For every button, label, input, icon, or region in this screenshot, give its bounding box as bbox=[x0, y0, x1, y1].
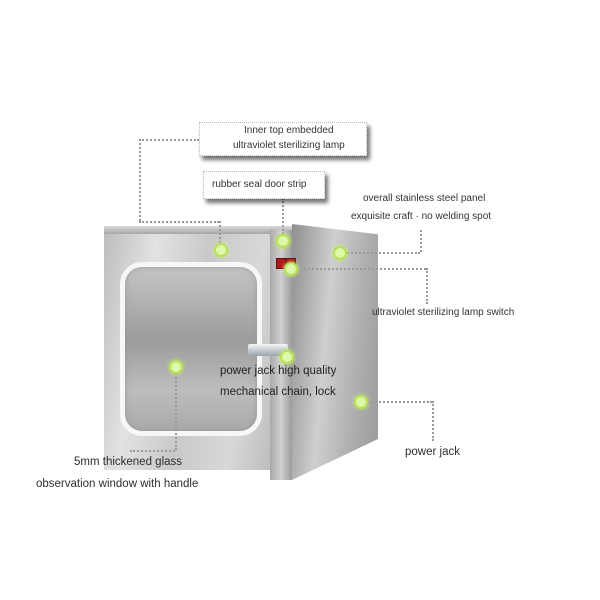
leader-line bbox=[420, 230, 422, 252]
hotspot-chain-lock[interactable] bbox=[280, 350, 294, 364]
callout-steel-panel-line1: overall stainless steel panel bbox=[363, 193, 486, 204]
leader-line bbox=[344, 252, 420, 254]
callout-glass-line1: 5mm thickened glass bbox=[74, 456, 183, 468]
cabinet-top-edge bbox=[104, 226, 292, 234]
cabinet-side-panel bbox=[292, 224, 378, 480]
callout-power-jack: power jack bbox=[405, 446, 460, 458]
leader-line bbox=[432, 401, 434, 441]
hotspot-steel-panel[interactable] bbox=[333, 246, 347, 260]
leader-line bbox=[426, 268, 428, 304]
callout-lamp-switch: ultraviolet sterilizing lamp switch bbox=[372, 307, 515, 318]
hotspot-glass-window[interactable] bbox=[169, 360, 183, 374]
hotspot-rubber-seal[interactable] bbox=[276, 234, 290, 248]
leader-line bbox=[175, 370, 177, 450]
leader-line bbox=[282, 198, 284, 234]
callout-chain-lock-line1: power jack high quality bbox=[220, 365, 337, 377]
callout-inner-lamp: Inner top embedded ultraviolet sterilizi… bbox=[199, 122, 367, 156]
callout-text: Inner top embedded bbox=[244, 125, 334, 136]
hotspot-lamp-switch[interactable] bbox=[284, 262, 298, 276]
callout-chain-lock-line2: mechanical chain, lock bbox=[220, 386, 336, 398]
callout-glass-line2: observation window with handle bbox=[36, 478, 199, 490]
leader-line bbox=[139, 139, 199, 141]
leader-line bbox=[130, 450, 175, 452]
hotspot-power-jack[interactable] bbox=[354, 395, 368, 409]
observation-window bbox=[120, 262, 262, 436]
leader-line bbox=[139, 221, 219, 223]
hotspot-inner-lamp[interactable] bbox=[214, 243, 228, 257]
leader-line bbox=[139, 139, 141, 221]
leader-line bbox=[368, 401, 432, 403]
callout-rubber-seal: rubber seal door strip bbox=[203, 171, 325, 199]
door-handle bbox=[248, 344, 288, 356]
leader-line bbox=[219, 221, 221, 243]
leader-line bbox=[296, 268, 426, 270]
callout-text: ultraviolet sterilizing lamp bbox=[233, 140, 345, 151]
callout-steel-panel-line2: exquisite craft · no welding spot bbox=[351, 211, 492, 222]
callout-text: rubber seal door strip bbox=[212, 179, 307, 190]
